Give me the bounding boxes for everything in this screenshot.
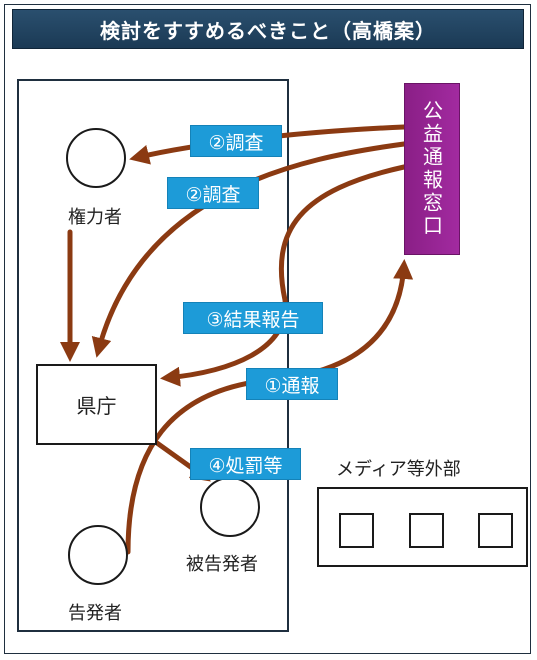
accused-label: 被告発者 [186,554,258,575]
arrow-result-report [160,164,407,387]
hotline-label: 公益通報窓口 [419,100,444,238]
authority-label: 権力者 [68,207,122,228]
tag-punishment: ④処罰等 [190,448,301,480]
whistleblower-circle [68,525,128,585]
tag-report: ①通報 [246,368,338,400]
tag-investigate-2: ②調査 [167,177,259,209]
media-outlet-2 [409,513,444,548]
whistleblower-label: 告発者 [68,603,122,624]
authority-circle [66,128,126,188]
prefecture-label: 県庁 [76,394,117,418]
media-outlet-1 [339,513,374,548]
hotline-box: 公益通報窓口 [404,83,460,255]
tag-investigate-1: ②調査 [190,125,282,157]
media-label: メディア等外部 [336,459,461,480]
internal-region [17,79,289,632]
media-box [317,487,528,567]
page-title: 検討をすすめるべきこと（高橋案） [100,18,436,43]
accused-circle [200,477,260,537]
prefecture-box: 県庁 [36,364,157,445]
outer-frame [4,4,531,654]
title-bar: 検討をすすめるべきこと（高橋案） [12,9,524,49]
media-outlet-3 [478,513,513,548]
tag-result-report: ③結果報告 [183,302,323,334]
